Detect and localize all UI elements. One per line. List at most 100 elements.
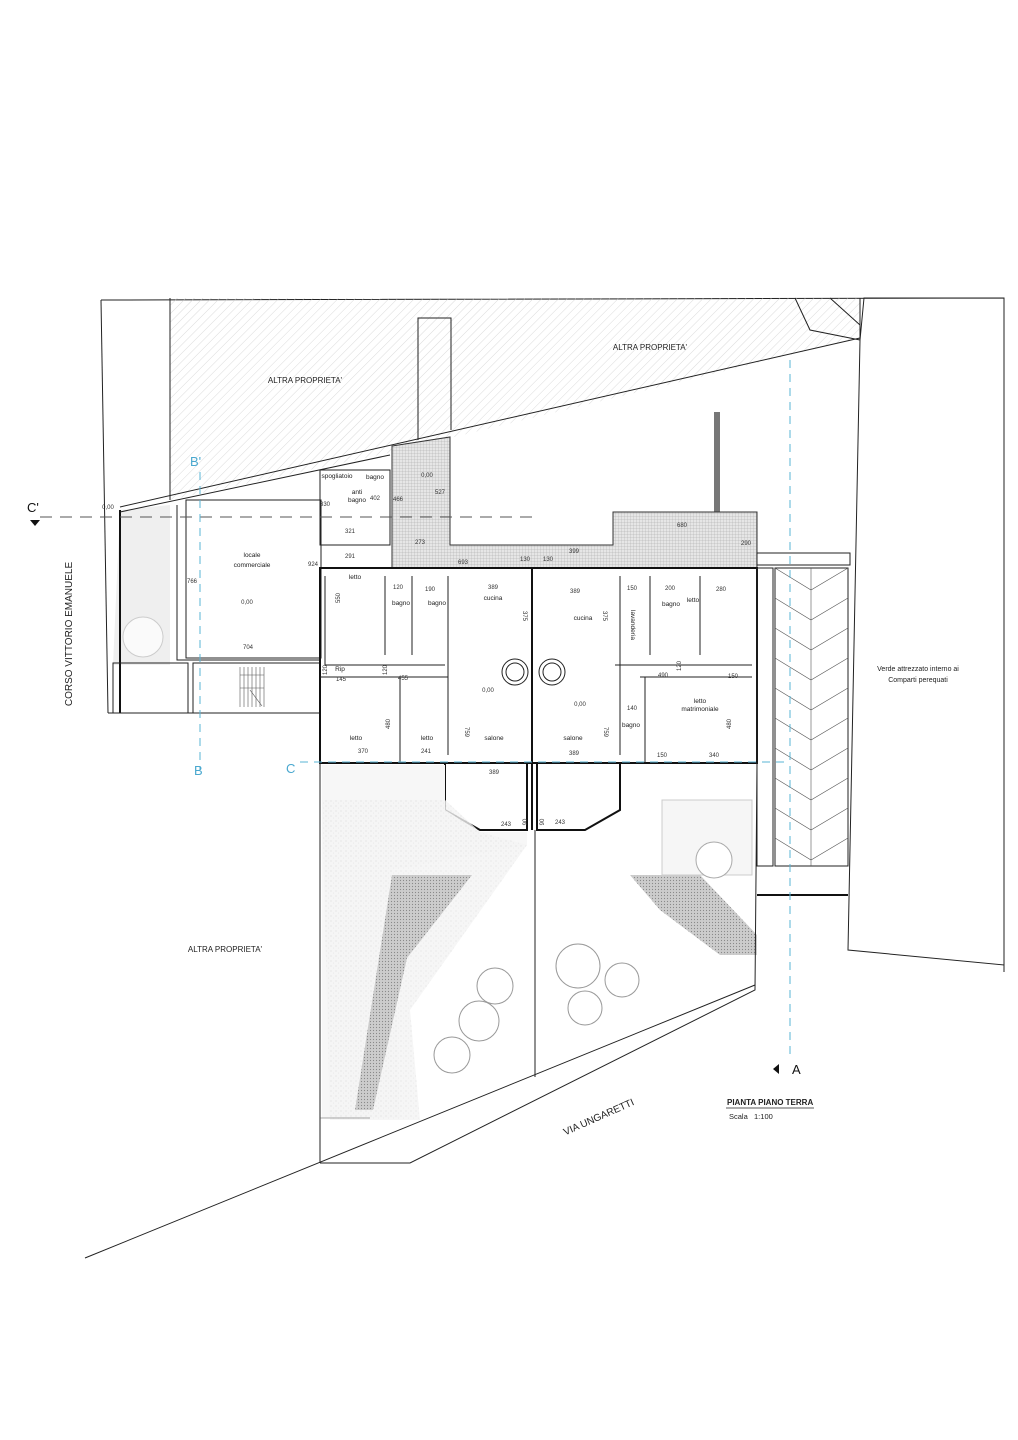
room-label: cucina (484, 595, 503, 602)
svg-text:375: 375 (521, 611, 527, 622)
room-label: lavanderia (629, 610, 636, 640)
spiral-stair-icon (538, 658, 566, 686)
svg-text:490: 490 (658, 673, 669, 679)
street-label-left: CORSO VITTORIO EMANUELE (64, 562, 75, 707)
tree-icon (122, 616, 164, 658)
svg-text:150: 150 (657, 753, 668, 759)
svg-text:399: 399 (569, 549, 580, 555)
room-label: commerciale (234, 562, 271, 569)
svg-text:120: 120 (393, 585, 404, 591)
room-label: bagno (428, 600, 446, 607)
room-label: bagno (348, 497, 366, 504)
svg-text:190: 190 (425, 587, 436, 593)
garden (319, 762, 758, 1164)
room-label: letto (687, 597, 700, 604)
neighbor-label: ALTRA PROPRIETA' (613, 343, 688, 352)
svg-text:130: 130 (543, 557, 554, 563)
svg-text:389: 389 (570, 589, 581, 595)
level-marker: 0,00 (482, 688, 494, 694)
svg-text:924: 924 (308, 562, 319, 568)
trees (433, 841, 733, 1074)
section-label-a: A (792, 1062, 801, 1077)
room-label: locale (244, 552, 261, 559)
level-marker: 0,00 (102, 505, 114, 511)
room-labels: spogliatoio bagno anti bagno locale comm… (234, 473, 719, 742)
plan-scale: Scala 1:100 (729, 1112, 773, 1121)
svg-text:241: 241 (421, 749, 432, 755)
svg-text:389: 389 (569, 751, 580, 757)
neighbor-label: ALTRA PROPRIETA' (188, 945, 263, 954)
svg-text:130: 130 (520, 557, 531, 563)
chimney (714, 412, 720, 512)
room-label: cucina (574, 615, 593, 622)
svg-text:120: 120 (323, 664, 329, 675)
svg-text:145: 145 (336, 677, 347, 683)
svg-text:466: 466 (393, 497, 404, 503)
svg-text:389: 389 (489, 770, 500, 776)
svg-text:273: 273 (415, 540, 426, 546)
svg-text:200: 200 (665, 586, 676, 592)
section-arrow-icon (773, 1064, 779, 1074)
svg-text:330: 330 (320, 502, 331, 508)
room-label: letto (421, 735, 434, 742)
commercial-unit (108, 454, 391, 714)
svg-text:527: 527 (435, 490, 446, 496)
svg-text:370: 370 (358, 749, 369, 755)
section-label-c-prime: C' (27, 500, 39, 515)
section-label-c: C (286, 761, 295, 776)
section-label-b-prime: B' (190, 454, 201, 469)
svg-text:402: 402 (370, 496, 381, 502)
dimension-labels: 330 402 466 527 321 273 693 130 130 399 … (187, 490, 752, 828)
svg-text:90: 90 (523, 818, 529, 825)
svg-text:243: 243 (555, 820, 566, 826)
section-label-b: B (194, 763, 203, 778)
room-label: bagno (622, 722, 640, 729)
svg-text:693: 693 (458, 560, 469, 566)
svg-text:280: 280 (716, 587, 727, 593)
svg-text:90: 90 (540, 818, 546, 825)
svg-text:290: 290 (741, 541, 752, 547)
room-label: bagno (392, 600, 410, 607)
svg-text:150: 150 (728, 674, 739, 680)
level-marker: 0,00 (421, 473, 433, 479)
level-marker: 0,00 (241, 600, 253, 606)
room-label: spogliatoio (321, 473, 352, 480)
svg-text:375: 375 (601, 611, 607, 622)
neighbor-top-left (119, 297, 861, 508)
level-marker: 0,00 (574, 702, 586, 708)
svg-text:455: 455 (398, 676, 409, 682)
neighbor-label: ALTRA PROPRIETA' (268, 376, 343, 385)
svg-text:704: 704 (243, 645, 254, 651)
svg-text:140: 140 (627, 706, 638, 712)
room-label: letto (350, 735, 363, 742)
svg-text:480: 480 (386, 718, 392, 729)
svg-text:120: 120 (383, 664, 389, 675)
green-area-label: Verde attrezzato interno ai (877, 666, 959, 673)
svg-text:759: 759 (463, 727, 469, 738)
svg-text:766: 766 (187, 579, 198, 585)
svg-text:291: 291 (345, 554, 356, 560)
level-markers: 0,00 0,00 0,00 0,00 0,00 (102, 473, 586, 708)
svg-text:120: 120 (677, 660, 683, 671)
svg-text:759: 759 (602, 727, 608, 738)
room-label: anti (352, 489, 362, 496)
service-block (319, 469, 391, 546)
room-label: bagno (662, 601, 680, 608)
room-label: salone (563, 735, 583, 742)
room-label: letto (694, 698, 707, 705)
svg-text:243: 243 (501, 822, 512, 828)
stairs (239, 667, 265, 707)
svg-text:550: 550 (336, 592, 342, 603)
green-area-label: Comparti perequati (888, 677, 948, 684)
room-label: letto (349, 574, 362, 581)
svg-text:321: 321 (345, 529, 356, 535)
room-label: Rip (335, 666, 345, 673)
section-arrow-icon (30, 520, 40, 526)
neighbor-right-green (847, 297, 1005, 966)
svg-text:389: 389 (488, 585, 499, 591)
svg-text:150: 150 (627, 586, 638, 592)
room-label: bagno (366, 474, 384, 481)
room-label: matrimoniale (681, 706, 719, 713)
plan-title: PIANTA PIANO TERRA (727, 1098, 813, 1107)
